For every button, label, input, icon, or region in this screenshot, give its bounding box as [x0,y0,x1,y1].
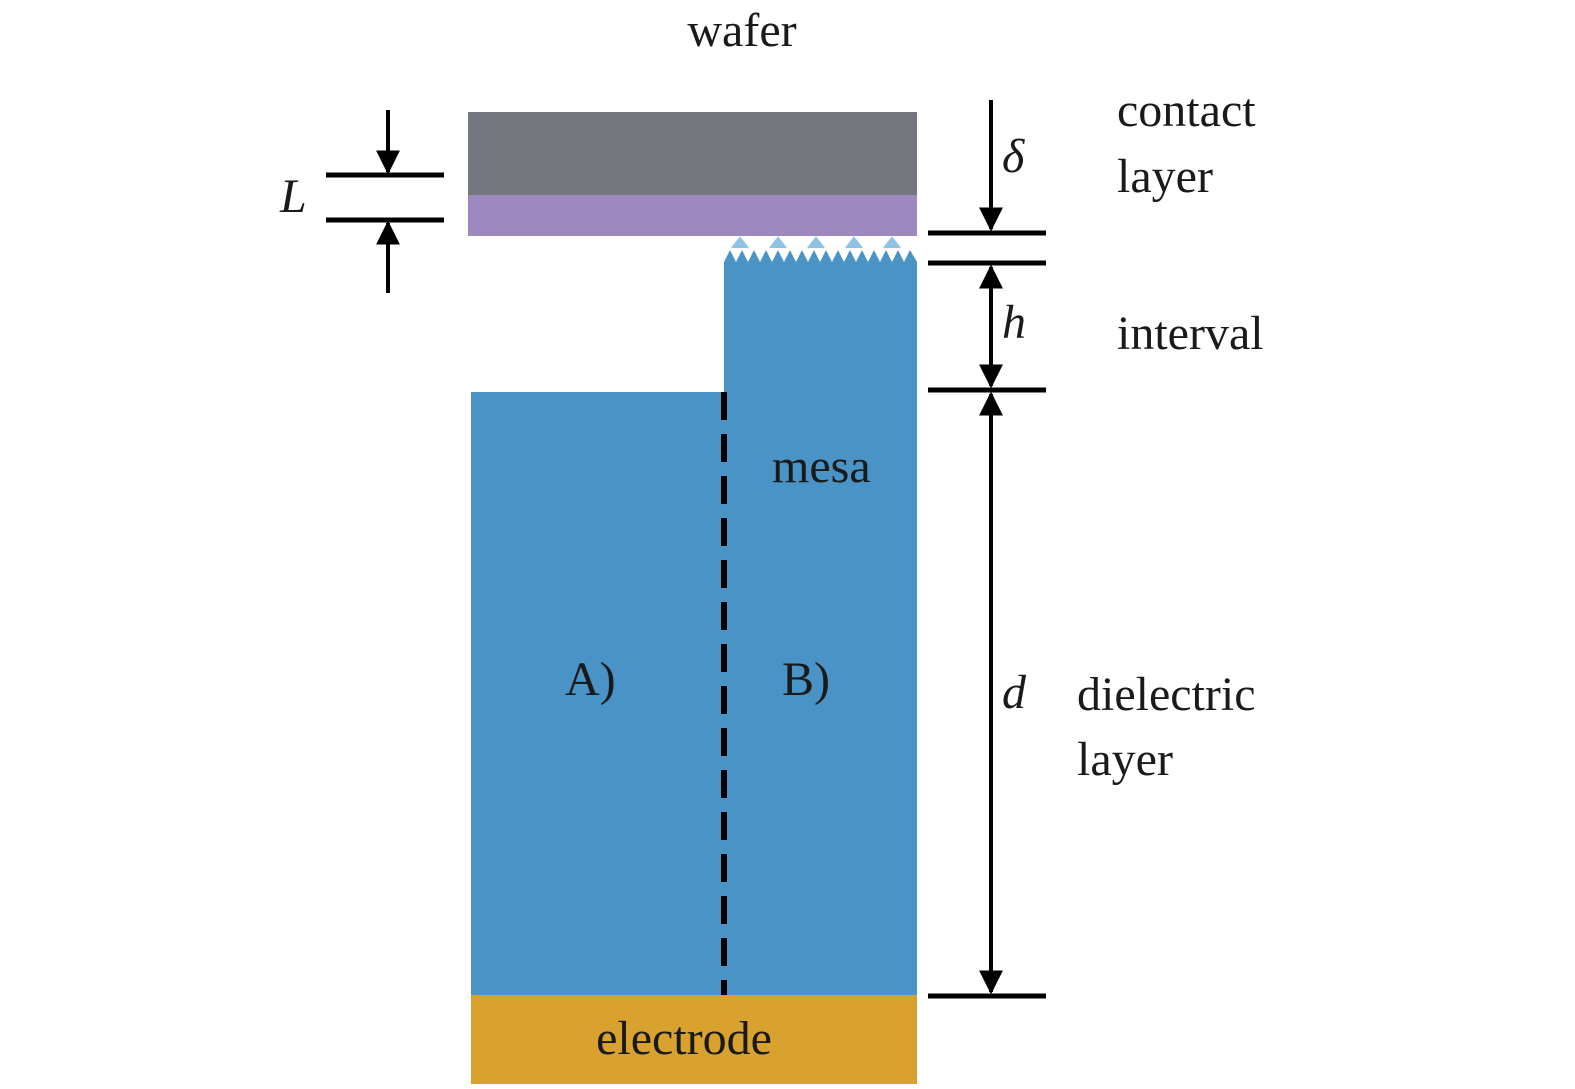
l-dimension-symbol: L [279,170,307,223]
d-dimension-symbol: d [1002,666,1027,719]
contact-layer-block [468,195,917,236]
wafer-title: wafer [687,4,796,57]
contact-layer-label-line1: contact [1117,84,1256,137]
dielectric-layer-label-line2: layer [1077,733,1173,786]
contact-layer-label-line2: layer [1117,150,1213,203]
dielectric-layer-label-line1: dielectric [1077,668,1256,721]
dielectric-body [471,250,917,995]
h-dimension-symbol: h [1002,296,1026,349]
mesa-label: mesa [772,440,871,493]
delta-dimension-symbol: δ [1002,130,1025,183]
region-b-label: B) [782,653,830,706]
surface-roughness [731,236,901,249]
wafer-block [468,112,917,195]
interval-label: interval [1117,307,1264,360]
electrode-label: electrode [596,1012,772,1065]
electrode-block [471,995,917,1084]
region-a-label: A) [565,653,616,706]
